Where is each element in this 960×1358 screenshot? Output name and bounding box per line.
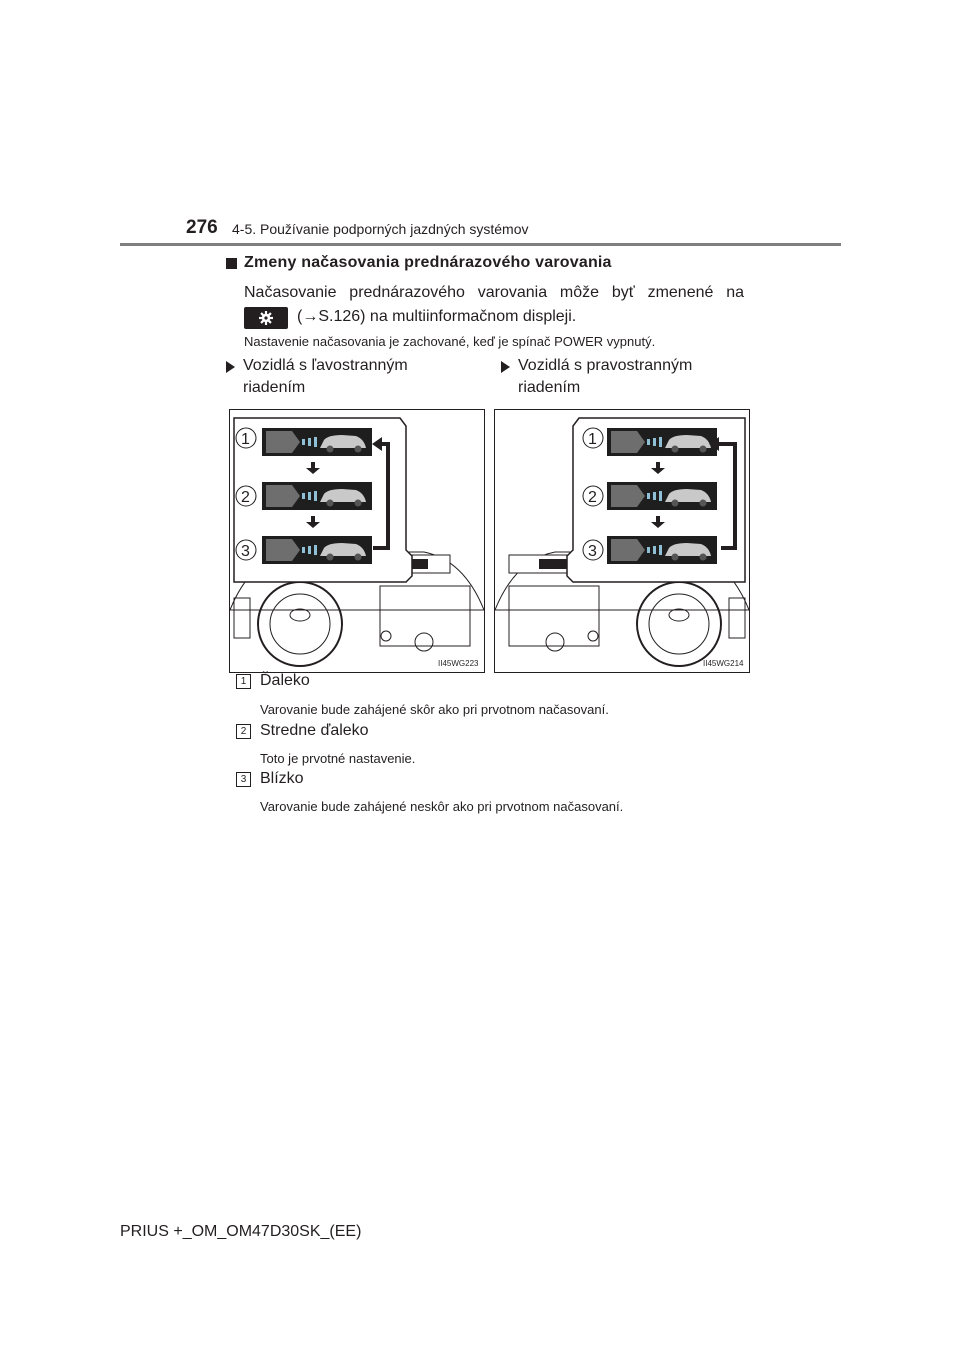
- item-number: 2: [236, 724, 251, 739]
- paragraph-line-1: Načasovanie prednárazového varovania môž…: [244, 284, 744, 301]
- note-text: Nastavenie načasovania je zachované, keď…: [244, 334, 656, 349]
- svg-text:1: 1: [241, 431, 250, 448]
- paragraph-line-2: (→S.126) na multiinformačnom displeji.: [297, 308, 577, 325]
- item-description: Varovanie bude zahájené skôr ako pri prv…: [260, 702, 609, 717]
- left-hand-drive-illustration: 1 2 3 II45WG223: [229, 409, 485, 673]
- item-number: 1: [236, 674, 251, 689]
- section-bullet-icon: [226, 258, 237, 269]
- svg-text:1: 1: [588, 431, 597, 448]
- item-number: 3: [236, 772, 251, 787]
- settings-gear-icon: [244, 307, 288, 329]
- svg-text:2: 2: [241, 489, 250, 506]
- item-description: Varovanie bude zahájené neskôr ako pri p…: [260, 799, 624, 814]
- item-title: Blízko: [260, 770, 304, 787]
- right-hand-drive-illustration: 1 2 3 II45WG214: [494, 409, 750, 673]
- svg-text:2: 2: [588, 489, 597, 506]
- left-hand-drive-label: Vozidlá s ľavostranným riadením: [243, 357, 408, 396]
- item-title: Stredne ďaleko: [260, 722, 369, 739]
- item-title: Ďaleko: [260, 672, 310, 689]
- right-hand-drive-label: Vozidlá s pravostranným riadením: [518, 357, 693, 396]
- figure-code: II45WG214: [703, 659, 744, 668]
- figure-code: II45WG223: [438, 659, 479, 668]
- page-number: 276: [186, 217, 218, 238]
- section-title: Zmeny načasovania prednárazového varovan…: [244, 254, 612, 271]
- svg-text:3: 3: [588, 543, 597, 560]
- triangle-bullet-icon: [226, 361, 235, 373]
- item-description: Toto je prvotné nastavenie.: [260, 751, 416, 766]
- triangle-bullet-icon: [501, 361, 510, 373]
- footer-model-code: PRIUS +_OM_OM47D30SK_(EE): [120, 1223, 362, 1240]
- svg-text:3: 3: [241, 543, 250, 560]
- header-rule: [120, 243, 841, 246]
- chapter-title: 4-5. Používanie podporných jazdných syst…: [232, 221, 529, 237]
